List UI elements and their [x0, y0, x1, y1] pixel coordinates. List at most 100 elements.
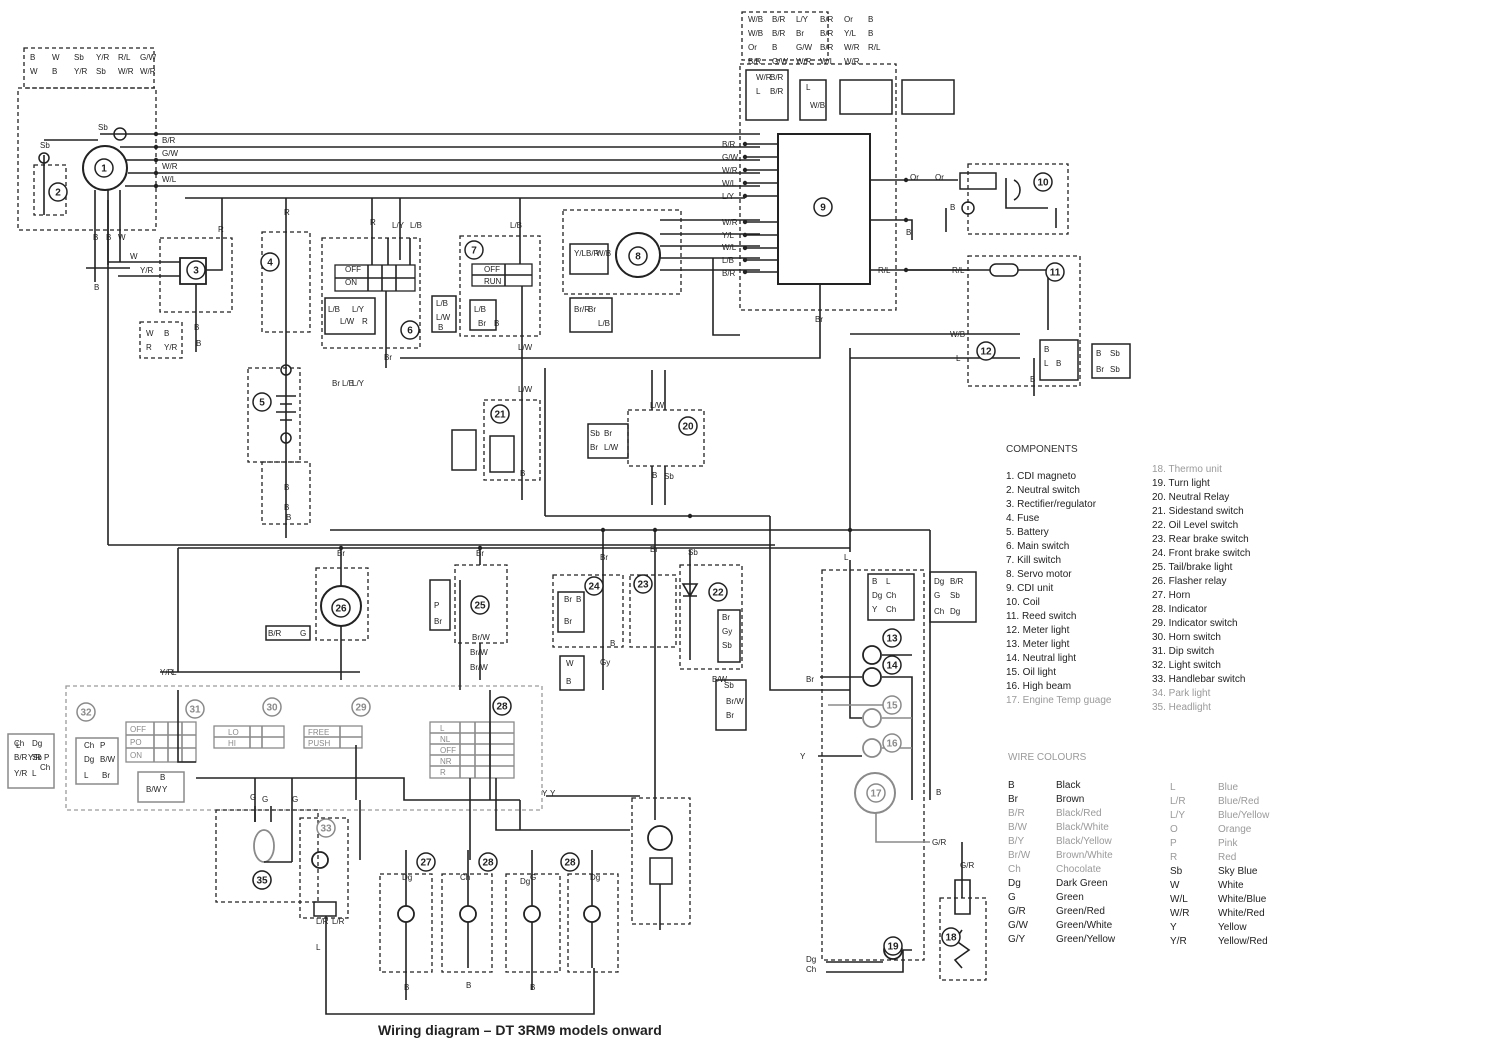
connector-cell-label: B/R — [268, 629, 282, 638]
cdi-conn-3 — [839, 79, 893, 115]
badge-number: 15 — [886, 701, 898, 712]
wire-label: Y — [542, 789, 548, 798]
wire-label: B — [906, 228, 911, 237]
wire-colour-name: Yellow/Red — [1218, 936, 1268, 947]
bus-2 — [177, 547, 850, 672]
component-item: 16. High beam — [1006, 681, 1072, 692]
wire-label: Or — [935, 173, 944, 182]
component-badge: 20 — [678, 416, 698, 436]
connector-cell-label: Ch — [40, 763, 50, 772]
connector-cell-label: Sb — [32, 753, 42, 762]
connector-cell-label: B — [868, 15, 873, 24]
component-badge: 14 — [882, 655, 902, 675]
temp-gauge-17 — [854, 772, 896, 814]
battery-neg — [280, 432, 292, 444]
wire-label: L/Y — [722, 192, 735, 201]
kill-switch-grid — [472, 264, 532, 286]
connector-cell-label: Sb — [724, 681, 734, 690]
connector-cell-label: Or — [844, 15, 853, 24]
wire-colour-name: White — [1218, 880, 1244, 891]
connector-cell-label: L — [1044, 359, 1049, 368]
switch-table-label: HI — [228, 739, 236, 748]
coil-ground — [945, 208, 1057, 232]
wire-label: Br/W — [470, 663, 488, 672]
wire-label: B — [530, 983, 535, 992]
connector-cell-label: B — [576, 595, 581, 604]
badge-number: 7 — [471, 246, 477, 257]
component-item: 28. Indicator — [1152, 604, 1208, 615]
connector-cell-label: Br — [564, 617, 572, 626]
connector-cell-label: B — [868, 29, 873, 38]
badge-number: 21 — [494, 410, 506, 421]
badge-number: 4 — [267, 258, 273, 269]
wire-label: B — [610, 639, 615, 648]
component-item: 6. Main switch — [1006, 541, 1070, 552]
component-badge: 8 — [628, 246, 648, 266]
indicator-box-2 — [441, 873, 493, 973]
wire-colour-code: G/Y — [1008, 934, 1026, 945]
connector-cell-label: L/B — [328, 305, 340, 314]
component-badge: 2 — [48, 182, 68, 202]
wire-label: G/W — [722, 153, 738, 162]
component-badge: 29 — [351, 697, 371, 717]
component-item: 31. Dip switch — [1152, 646, 1215, 657]
connector-cell-label: Br — [726, 711, 734, 720]
badge-number: 8 — [635, 252, 641, 263]
component-badge: 6 — [400, 320, 420, 340]
handlebar-switch-box — [65, 685, 543, 811]
connector-cell-label: B/R — [820, 29, 834, 38]
servo-connector-2 — [569, 297, 613, 333]
connector-cell-label: B — [1096, 349, 1101, 358]
cdi-unit-body — [777, 133, 871, 285]
wire-label: W/R — [162, 162, 178, 171]
wire-label: W/R — [722, 166, 738, 175]
component-item: 1. CDI magneto — [1006, 471, 1077, 482]
connector-cell-label: L/Y — [796, 15, 809, 24]
connector-cell-label: Gy — [722, 627, 732, 636]
wire-label: Br — [600, 553, 608, 562]
wire-colour-name: Black/Yellow — [1056, 836, 1112, 847]
battery-plates — [276, 395, 296, 421]
wire-label: Br/W — [470, 648, 488, 657]
connector-cell-label: Br — [564, 595, 572, 604]
cdi-conn-4 — [901, 79, 955, 115]
component-item: 7. Kill switch — [1006, 555, 1062, 566]
main-switch-wires — [371, 198, 411, 368]
wire-label: L/B — [722, 256, 734, 265]
badge-circle — [186, 260, 206, 280]
horn-switch-grid — [304, 726, 362, 748]
badge-number: 1 — [101, 164, 107, 175]
oil-level-box — [679, 564, 743, 670]
wire-label: B — [93, 233, 98, 242]
wire-label: R/L — [878, 266, 891, 275]
component-item: 10. Coil — [1006, 597, 1040, 608]
component-badge: 27 — [416, 852, 436, 872]
wire-tag-marks — [153, 131, 909, 551]
wire-label: L — [956, 354, 961, 363]
connector-cell-label: B/R — [586, 249, 600, 258]
front-brake-connector — [557, 591, 585, 633]
badge-circle — [882, 695, 902, 715]
wire-label: G/W — [162, 149, 178, 158]
badge-circle — [260, 252, 280, 272]
connector-cell-label: L/B — [598, 319, 610, 328]
badge-number: 23 — [637, 580, 649, 591]
connector-cell-label: Sb — [1110, 349, 1120, 358]
front-brake-box — [552, 574, 624, 648]
connector-cell-label: Br/R — [574, 305, 590, 314]
connector-cell-label: Sb — [950, 591, 960, 600]
wire-label: R — [218, 225, 224, 234]
wire-label: W/L — [722, 243, 737, 252]
connector-cell-label: B — [52, 67, 57, 76]
wire-label: Br — [806, 675, 814, 684]
meter-connector-b — [929, 571, 977, 623]
wire-label: OFF — [345, 265, 361, 274]
